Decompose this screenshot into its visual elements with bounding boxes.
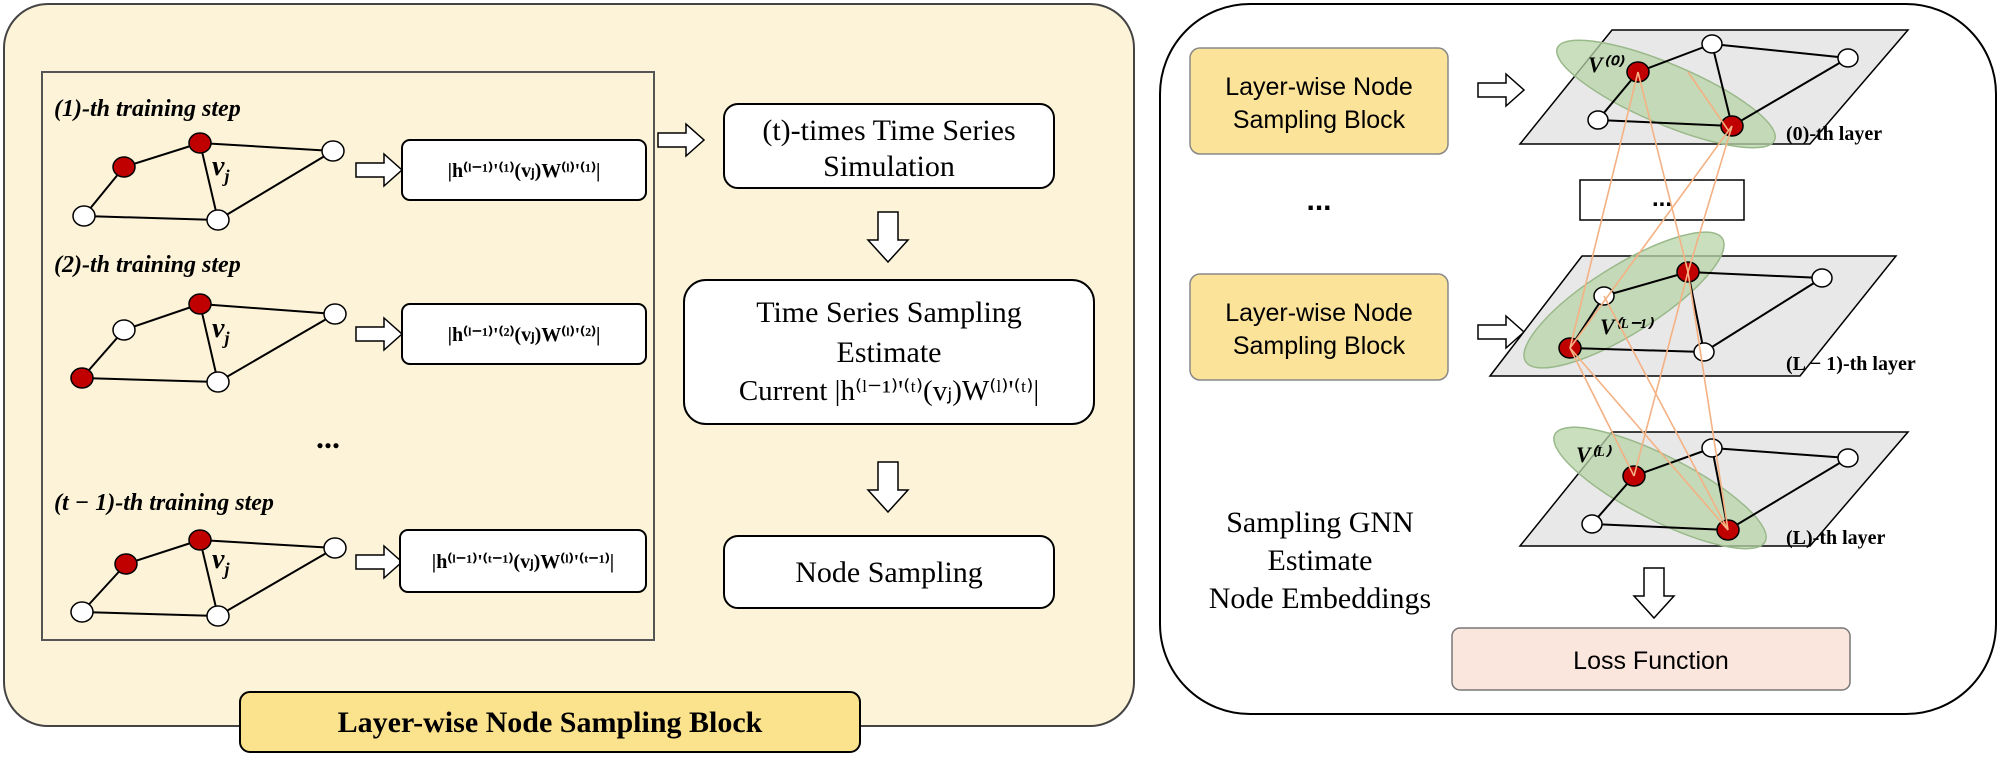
layers-ellipsis-box: [1579, 179, 1745, 221]
simulation-line-2: Simulation: [823, 150, 955, 183]
step-3-label: (t − 1)-th training step: [54, 490, 274, 516]
step-2-graph: [70, 293, 347, 393]
right-block-2-line-1: Layer-wise Node: [1225, 299, 1413, 327]
node-sampling-label: Node Sampling: [795, 556, 983, 589]
block-title-box: [239, 691, 861, 753]
plane-l-v-label: V⁽ᴸ⁾: [1576, 442, 1612, 467]
layer-links: [1569, 71, 1733, 531]
ts-sampling-line-3: Current |h⁽ˡ⁻¹⁾'⁽ᵗ⁾(vⱼ)W⁽ˡ⁾'⁽ᵗ⁾|: [739, 375, 1039, 407]
block-title: Layer-wise Node Sampling Block: [338, 706, 763, 739]
step-2-node-label: vj: [212, 313, 230, 348]
ts-sampling-box: [683, 279, 1095, 425]
step-2-formula-box: [401, 303, 647, 365]
step-1-label: (1)-th training step: [54, 96, 241, 122]
step-1-graph: [72, 132, 345, 231]
loss-box: [1451, 627, 1851, 691]
ts-sampling-line-1: Time Series Sampling: [756, 296, 1022, 329]
right-ellipsis: ...: [1306, 184, 1331, 217]
gnn-line-1: Sampling GNN: [1226, 506, 1414, 539]
step-2-label: (2)-th training step: [54, 252, 241, 278]
step-3-node-label: vj: [212, 544, 230, 579]
step-3-formula-box: [399, 529, 647, 593]
right-block-2: [1189, 273, 1449, 381]
plane-0-v-label: V⁽⁰⁾: [1588, 52, 1625, 77]
step-3-formula: |h⁽ˡ⁻¹⁾'⁽ᵗ⁻¹⁾(vⱼ)W⁽ˡ⁾'⁽ᵗ⁻¹⁾|: [432, 551, 614, 573]
simulation-line-1: (t)-times Time Series: [762, 114, 1015, 147]
gnn-line-2: Estimate: [1268, 544, 1373, 577]
step-1-node-label: vj: [212, 151, 230, 186]
right-block-1-line-2: Sampling Block: [1233, 106, 1406, 134]
right-block-1: [1189, 47, 1449, 155]
step-1-formula: |h⁽ˡ⁻¹⁾'⁽¹⁾(vⱼ)W⁽ˡ⁾'⁽¹⁾|: [448, 160, 601, 182]
step-2-formula: |h⁽ˡ⁻¹⁾'⁽²⁾(vⱼ)W⁽ˡ⁾'⁽²⁾|: [448, 324, 601, 346]
step-3-graph: [70, 529, 347, 627]
layers-ellipsis: ...: [1652, 185, 1672, 212]
plane-l-label: (L)-th layer: [1786, 527, 1886, 549]
node-sampling-box: [723, 535, 1055, 609]
ts-sampling-line-2: Estimate: [837, 336, 942, 369]
plane-0-label: (0)-th layer: [1786, 123, 1882, 145]
training-steps-frame: [41, 71, 655, 641]
steps-ellipsis: ...: [316, 419, 340, 455]
loss-label: Loss Function: [1573, 647, 1729, 675]
plane-l-minus-1-label: (L − 1)-th layer: [1786, 353, 1916, 375]
step-1-formula-box: [401, 139, 647, 201]
plane-l-ellipse: [1553, 426, 1767, 550]
plane-l-minus-1-v-label: V⁽ᴸ⁻¹⁾: [1600, 314, 1654, 339]
gnn-line-3: Node Embeddings: [1209, 582, 1431, 615]
right-block-2-line-2: Sampling Block: [1233, 332, 1406, 360]
right-block-1-line-1: Layer-wise Node: [1225, 73, 1413, 101]
simulation-box: [723, 103, 1055, 189]
